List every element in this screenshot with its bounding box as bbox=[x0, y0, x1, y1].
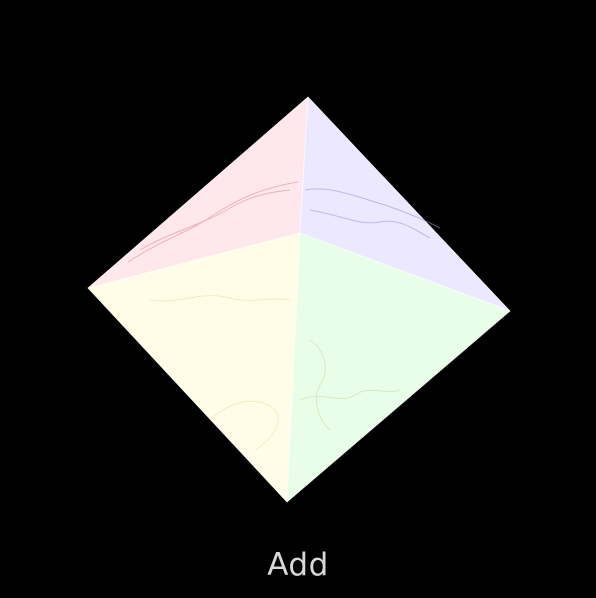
add-label[interactable]: Add bbox=[267, 547, 329, 583]
marble-vein-bottom-left bbox=[209, 400, 279, 451]
marble-vein-bottom-right bbox=[309, 339, 331, 431]
marble-vein-bottom-left bbox=[149, 295, 291, 302]
marble-veins bbox=[127, 181, 441, 451]
marble-vein-top-right bbox=[304, 188, 441, 229]
octahedron-shape[interactable] bbox=[87, 96, 511, 503]
marble-vein-top-left bbox=[139, 189, 291, 251]
marble-vein-top-right bbox=[309, 209, 431, 239]
marble-vein-top-left bbox=[127, 181, 299, 263]
octahedron-face-bottom-right bbox=[286, 232, 511, 503]
